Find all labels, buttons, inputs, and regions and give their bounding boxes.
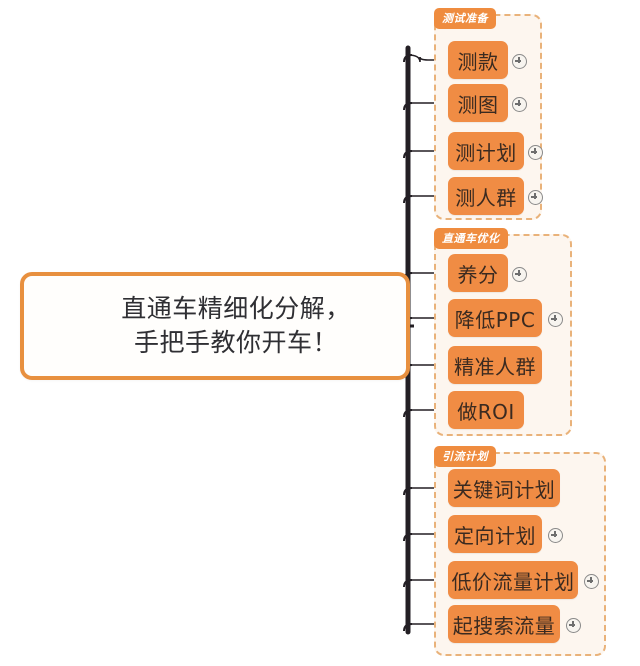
node-label: 测计划: [455, 140, 517, 165]
node-di-jia-liu-liang-ji-hua[interactable]: 低价流量计划: [448, 561, 578, 599]
node-ce-ji-hua[interactable]: 测计划: [448, 132, 524, 170]
node-label: 降低PPC: [454, 307, 536, 332]
node-ding-xiang-ji-hua[interactable]: 定向计划: [448, 515, 542, 553]
node-label: 做ROI: [457, 399, 515, 424]
plus-circle-icon[interactable]: [512, 54, 527, 69]
node-label: 起搜索流量: [452, 613, 556, 638]
node-qi-sou-suo-liu-liang[interactable]: 起搜索流量: [448, 605, 560, 643]
node-ce-tu[interactable]: 测图: [448, 84, 508, 122]
node-label: 测款: [457, 49, 499, 74]
node-label: 精准人群: [454, 354, 536, 379]
plus-circle-icon[interactable]: [528, 190, 543, 205]
group-tab-ztc-optimization[interactable]: 直通车优化: [434, 228, 508, 249]
node-label: 定向计划: [454, 523, 536, 548]
node-zuo-roi[interactable]: 做ROI: [448, 391, 524, 429]
node-label: 养分: [457, 262, 499, 287]
group-tab-traffic-plan[interactable]: 引流计划: [434, 446, 496, 467]
group-tab-test-prep[interactable]: 测试准备: [434, 8, 496, 29]
node-jing-zhun-ren-qun[interactable]: 精准人群: [448, 346, 542, 384]
node-ce-ren-qun[interactable]: 测人群: [448, 177, 524, 215]
node-label: 测人群: [455, 185, 517, 210]
node-yang-fen[interactable]: 养分: [448, 254, 508, 292]
node-jiang-di-ppc[interactable]: 降低PPC: [448, 299, 542, 337]
root-node[interactable]: 直通车精细化分解， 手把手教你开车！: [20, 272, 410, 380]
root-node-label: 直通车精细化分解， 手把手教你开车！: [121, 293, 351, 358]
node-ce-kuan[interactable]: 测款: [448, 41, 508, 79]
plus-circle-icon[interactable]: [512, 267, 527, 282]
plus-circle-icon[interactable]: [548, 312, 563, 327]
node-label: 关键词计划: [452, 477, 556, 502]
plus-circle-icon[interactable]: [512, 97, 527, 112]
plus-circle-icon[interactable]: [566, 618, 581, 633]
plus-circle-icon[interactable]: [528, 145, 543, 160]
node-guan-jian-ci-ji-hua[interactable]: 关键词计划: [448, 469, 560, 507]
plus-circle-icon[interactable]: [548, 528, 563, 543]
node-label: 低价流量计划: [451, 569, 575, 594]
node-label: 测图: [457, 92, 499, 117]
plus-circle-icon[interactable]: [584, 574, 599, 589]
